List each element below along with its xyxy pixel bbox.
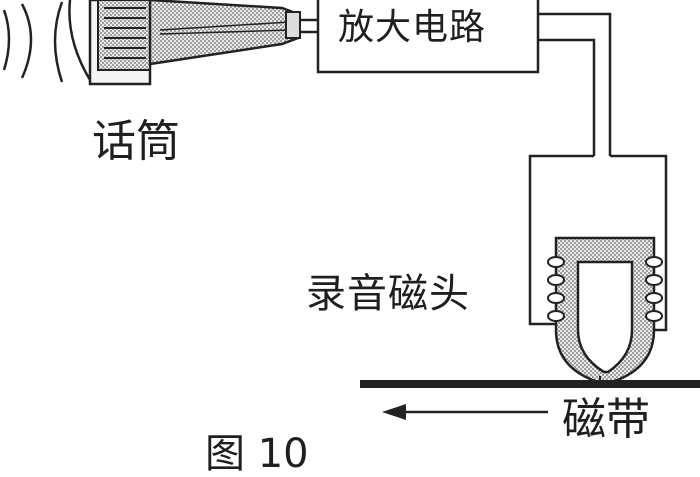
microphone-icon	[68, 0, 301, 86]
tape-direction-arrow	[382, 404, 548, 420]
record-head-icon	[547, 236, 663, 384]
magnetic-tape	[360, 380, 700, 388]
amplifier-label: 放大电路	[338, 7, 487, 48]
mic-wires	[300, 18, 318, 34]
figure-caption: 图 10	[205, 431, 309, 477]
head-wires	[528, 12, 668, 332]
sound-waves	[2, 1, 64, 83]
tape-label: 磁带	[562, 394, 650, 445]
record-head-label: 录音磁头	[306, 271, 470, 317]
amplifier-box	[316, 0, 540, 74]
microphone-label: 话筒	[92, 116, 180, 167]
